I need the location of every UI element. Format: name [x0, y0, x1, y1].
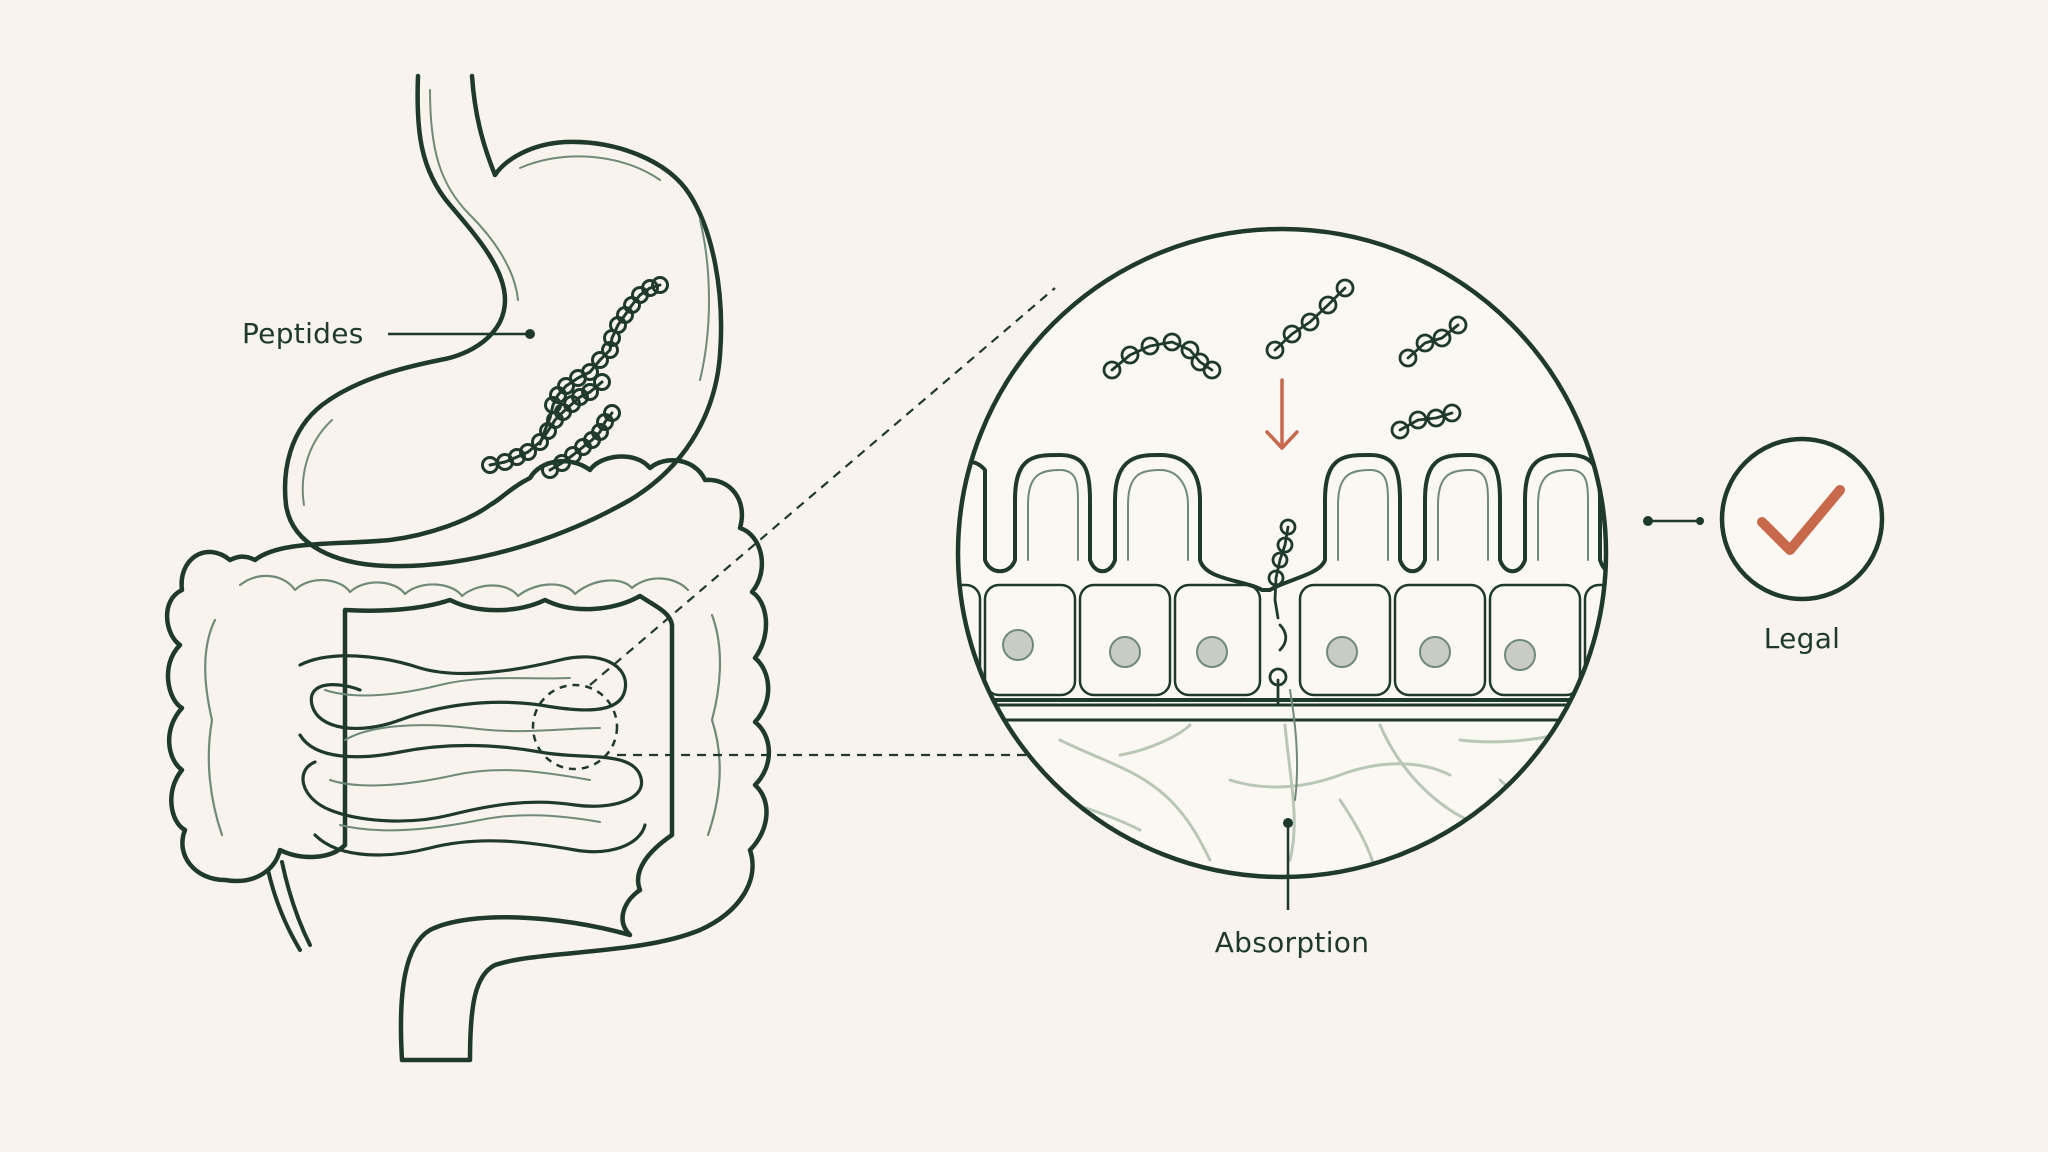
peptides-label: Peptides	[242, 317, 364, 350]
zoom-circle-border	[955, 226, 1609, 880]
small-intestine	[298, 654, 647, 857]
legal-callout: Legal	[1643, 436, 1885, 655]
arrow-down-icon	[1265, 378, 1299, 450]
absorption-label: Absorption	[1215, 926, 1370, 959]
stomach	[282, 73, 724, 569]
zoom-source-circle	[531, 683, 619, 771]
digestive-tract	[164, 73, 772, 1063]
magnified-villi-view	[955, 226, 1609, 880]
peptides-callout: Peptides	[242, 317, 535, 350]
zoom-connectors	[589, 287, 1056, 757]
lumen-peptides	[1102, 278, 1468, 440]
absorbed-peptide	[1267, 518, 1299, 801]
villi-surface	[958, 453, 1606, 702]
large-intestine	[164, 454, 772, 1063]
absorption-callout: Absorption	[1215, 818, 1370, 959]
epithelial-cells	[958, 583, 1606, 697]
legal-label: Legal	[1764, 622, 1841, 655]
stomach-peptides	[481, 276, 669, 479]
legal-badge	[1719, 436, 1885, 602]
checkmark-icon	[1757, 485, 1845, 555]
